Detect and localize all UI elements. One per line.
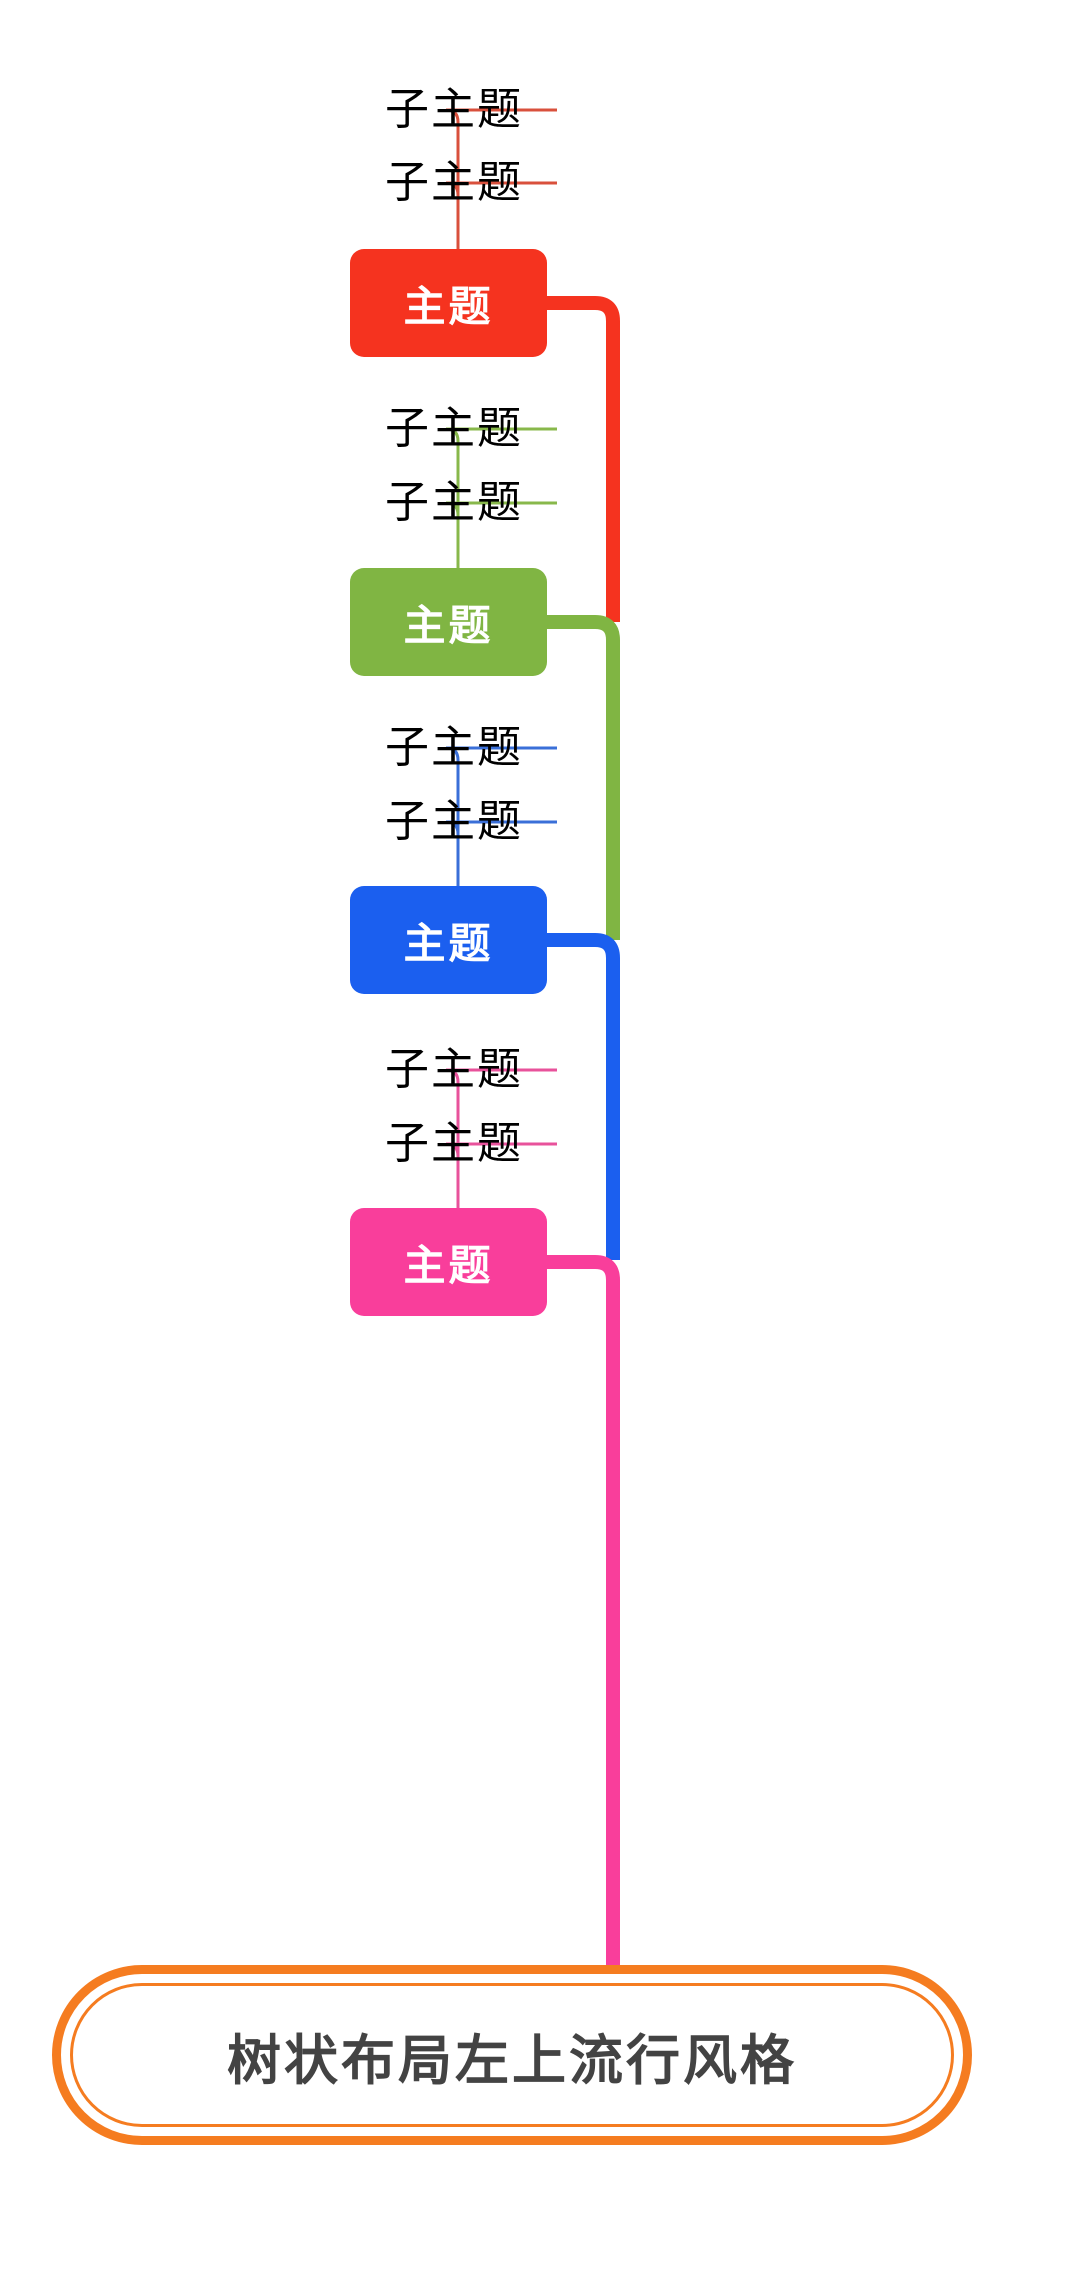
branch-pink-topic-label: 主题 (403, 1241, 494, 1289)
branch-red-trunk (547, 296, 620, 622)
branch-pink-subtopic-0[interactable]: 子主题 (385, 1045, 523, 1094)
branch-blue-subtopic-1[interactable]: 子主题 (385, 797, 523, 846)
branch-green-trunk (547, 615, 620, 940)
root-node[interactable]: 树状布局左上流行风格 (52, 1965, 972, 2145)
branch-green-topic-label: 主题 (403, 601, 494, 649)
branch-green-topic-box[interactable]: 主题 (350, 568, 547, 676)
branch-red-subtopic-connector-0 (445, 108, 557, 123)
branch-pink-subtopic-1[interactable]: 子主题 (385, 1119, 523, 1168)
branch-blue-topic-box[interactable]: 主题 (350, 886, 547, 994)
branch-green-subtopic-1[interactable]: 子主题 (385, 478, 523, 527)
branch-blue-subtopic-connector-0 (445, 746, 557, 761)
branch-red-subtopic-1[interactable]: 子主题 (385, 158, 523, 207)
branch-pink-subtopic-connector-0 (445, 1068, 557, 1083)
branch-green-subtopic-0[interactable]: 子主题 (385, 404, 523, 453)
branch-blue-subtopic-0[interactable]: 子主题 (385, 723, 523, 772)
branch-red-subtopic-0[interactable]: 子主题 (385, 85, 523, 134)
branch-red-topic-label: 主题 (403, 282, 494, 330)
root-node-label: 树状布局左上流行风格 (227, 2030, 797, 2091)
branch-blue-trunk (547, 933, 620, 1260)
branch-green-subtopic-connector-0 (445, 427, 557, 442)
branch-pink-trunk (547, 1255, 620, 1968)
branch-blue-topic-label: 主题 (403, 919, 494, 967)
branch-red-topic-box[interactable]: 主题 (350, 249, 547, 357)
branch-pink-topic-box[interactable]: 主题 (350, 1208, 547, 1316)
